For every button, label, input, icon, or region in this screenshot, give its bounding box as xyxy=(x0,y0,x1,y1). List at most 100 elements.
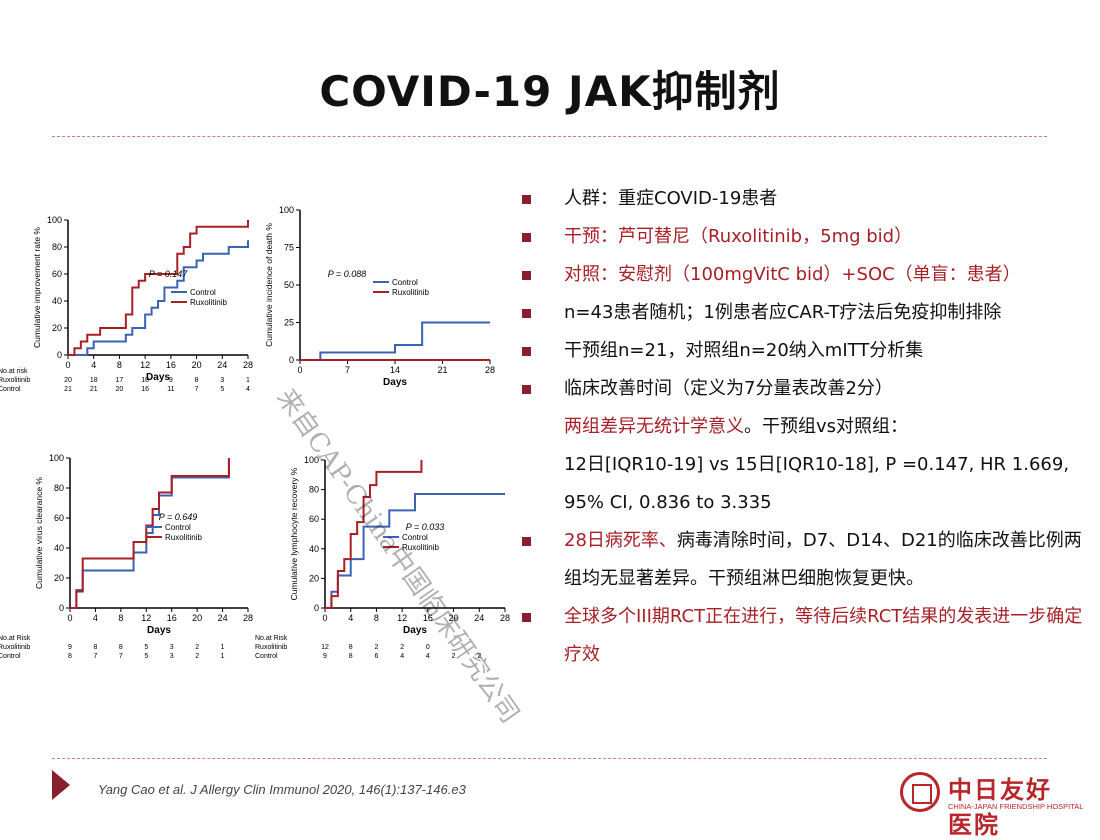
legend-label: Ruxolitinib xyxy=(402,543,439,552)
risk-value: 1 xyxy=(246,377,250,384)
result-red-text: 两组差异无统计学意义 xyxy=(564,416,744,437)
risk-value: 4 xyxy=(246,386,250,393)
y-tick-label: 75 xyxy=(284,243,294,253)
y-tick-label: 0 xyxy=(289,355,294,365)
risk-value: 11 xyxy=(167,386,174,393)
bullet-rct: 全球多个III期RCT正在进行，等待后续RCT结果的发表进一步确定疗效 xyxy=(522,598,1092,674)
series-line-ruxolitinib xyxy=(325,460,423,609)
risk-value: 9 xyxy=(169,377,173,384)
y-axis-label: Cumulative lymphocyte recovery % xyxy=(289,467,299,600)
y-axis-label: Cumulative virus clearance % xyxy=(34,477,44,589)
risk-value: 3 xyxy=(220,377,224,384)
risk-value: 1 xyxy=(221,653,225,660)
x-tick-label: 16 xyxy=(166,360,176,370)
legend-label: Control xyxy=(402,533,428,542)
risk-value: 7 xyxy=(195,386,199,393)
series-line-control xyxy=(300,321,490,361)
x-tick-label: 12 xyxy=(397,613,407,623)
series-line-ruxolitinib xyxy=(68,220,249,356)
bullet-randomization: n=43患者随机；1例患者应CAR-T疗法后免疫抑制排除 xyxy=(522,294,1092,332)
x-tick-label: 12 xyxy=(141,613,151,623)
bullet-mortality: 28日病死率、病毒清除时间，D7、D14、D21的临床改善比例两组均无显著差异。… xyxy=(522,522,1092,598)
risk-value: 16 xyxy=(141,386,149,393)
x-tick-label: 20 xyxy=(192,360,202,370)
x-tick-label: 0 xyxy=(322,613,327,623)
series-line-ruxolitinib xyxy=(70,458,230,609)
p-value: P = 0.033 xyxy=(406,522,444,532)
slide-title: COVID-19 JAK抑制剂 xyxy=(319,67,781,116)
y-tick-label: 100 xyxy=(304,455,319,465)
risk-row-label: Control xyxy=(0,653,21,660)
bullet-intervention: 干预：芦可替尼（Ruxolitinib，5mg bid） xyxy=(522,218,1092,256)
x-tick-label: 0 xyxy=(297,365,302,375)
y-tick-label: 50 xyxy=(284,280,294,290)
risk-value: 7 xyxy=(119,653,123,660)
risk-value: 8 xyxy=(68,653,72,660)
bullet-text: 人群：重症COVID-19患者 xyxy=(564,188,778,209)
risk-value: 8 xyxy=(195,377,199,384)
risk-value: 8 xyxy=(349,653,353,660)
x-axis-label: Days xyxy=(403,625,427,636)
risk-value: 2 xyxy=(374,644,378,651)
y-tick-label: 80 xyxy=(54,483,64,493)
p-value: P = 0.088 xyxy=(328,269,366,279)
x-tick-label: 8 xyxy=(117,360,122,370)
x-tick-label: 28 xyxy=(500,613,510,623)
legend-label: Control xyxy=(392,278,418,287)
footer-triangle-icon xyxy=(52,770,70,800)
x-axis-label: Days xyxy=(383,377,407,388)
y-tick-label: 20 xyxy=(309,573,319,583)
bullet-marker xyxy=(522,537,531,546)
bullet-marker xyxy=(522,233,531,242)
risk-value: 20 xyxy=(116,386,124,393)
risk-value: 2 xyxy=(477,653,481,660)
risk-value: 1 xyxy=(221,644,225,651)
risk-row-label: Ruxolitinib xyxy=(0,644,30,651)
y-axis-label: Cumulative improvement rate % xyxy=(32,227,42,348)
y-tick-label: 100 xyxy=(49,453,64,463)
rct-text: 全球多个III期RCT正在进行，等待后续RCT结果的发表进一步确定疗效 xyxy=(564,606,1083,665)
y-tick-label: 60 xyxy=(54,513,64,523)
risk-table-header: No.at risk xyxy=(0,368,28,375)
x-tick-label: 0 xyxy=(65,360,70,370)
risk-value: 6 xyxy=(374,653,378,660)
x-tick-label: 4 xyxy=(93,613,98,623)
risk-value: 10 xyxy=(141,377,149,384)
bullet-text: 干预组n=21，对照组n=20纳入mITT分析集 xyxy=(564,340,924,361)
bullet-population: 人群：重症COVID-19患者 xyxy=(522,180,1092,218)
x-tick-label: 24 xyxy=(217,360,227,370)
hospital-logo: 中日友好医院 CHINA-JAPAN FRIENDSHIP HOSPITAL xyxy=(900,770,1083,839)
x-tick-label: 4 xyxy=(91,360,96,370)
legend-label: Ruxolitinib xyxy=(165,533,202,542)
x-tick-label: 28 xyxy=(243,360,253,370)
x-tick-label: 8 xyxy=(374,613,379,623)
risk-table-header: No.at Risk xyxy=(0,635,31,642)
bullet-improvement-time: 临床改善时间（定义为7分量表改善2分） xyxy=(522,370,1092,408)
series-line-control xyxy=(68,240,249,356)
y-tick-label: 60 xyxy=(52,269,62,279)
y-tick-label: 0 xyxy=(59,603,64,613)
bullet-marker xyxy=(522,271,531,280)
risk-value: 5 xyxy=(220,386,224,393)
y-tick-label: 20 xyxy=(52,323,62,333)
y-tick-label: 80 xyxy=(309,485,319,495)
citation: Yang Cao et al. J Allergy Clin Immunol 2… xyxy=(98,782,466,797)
legend-label: Control xyxy=(190,288,216,297)
x-tick-label: 24 xyxy=(218,613,228,623)
y-tick-label: 80 xyxy=(52,242,62,252)
top-divider xyxy=(52,136,1047,137)
x-tick-label: 21 xyxy=(437,365,447,375)
risk-value: 18 xyxy=(90,377,98,384)
x-tick-label: 24 xyxy=(474,613,484,623)
risk-value: 20 xyxy=(64,377,72,384)
x-axis-label: Days xyxy=(147,625,171,636)
legend-label: Control xyxy=(165,523,191,532)
y-tick-label: 40 xyxy=(52,296,62,306)
y-tick-label: 100 xyxy=(279,205,294,215)
risk-row-label: Ruxolitinib xyxy=(255,644,287,651)
risk-value: 8 xyxy=(93,644,97,651)
risk-row-label: Ruxolitinib xyxy=(0,377,30,384)
